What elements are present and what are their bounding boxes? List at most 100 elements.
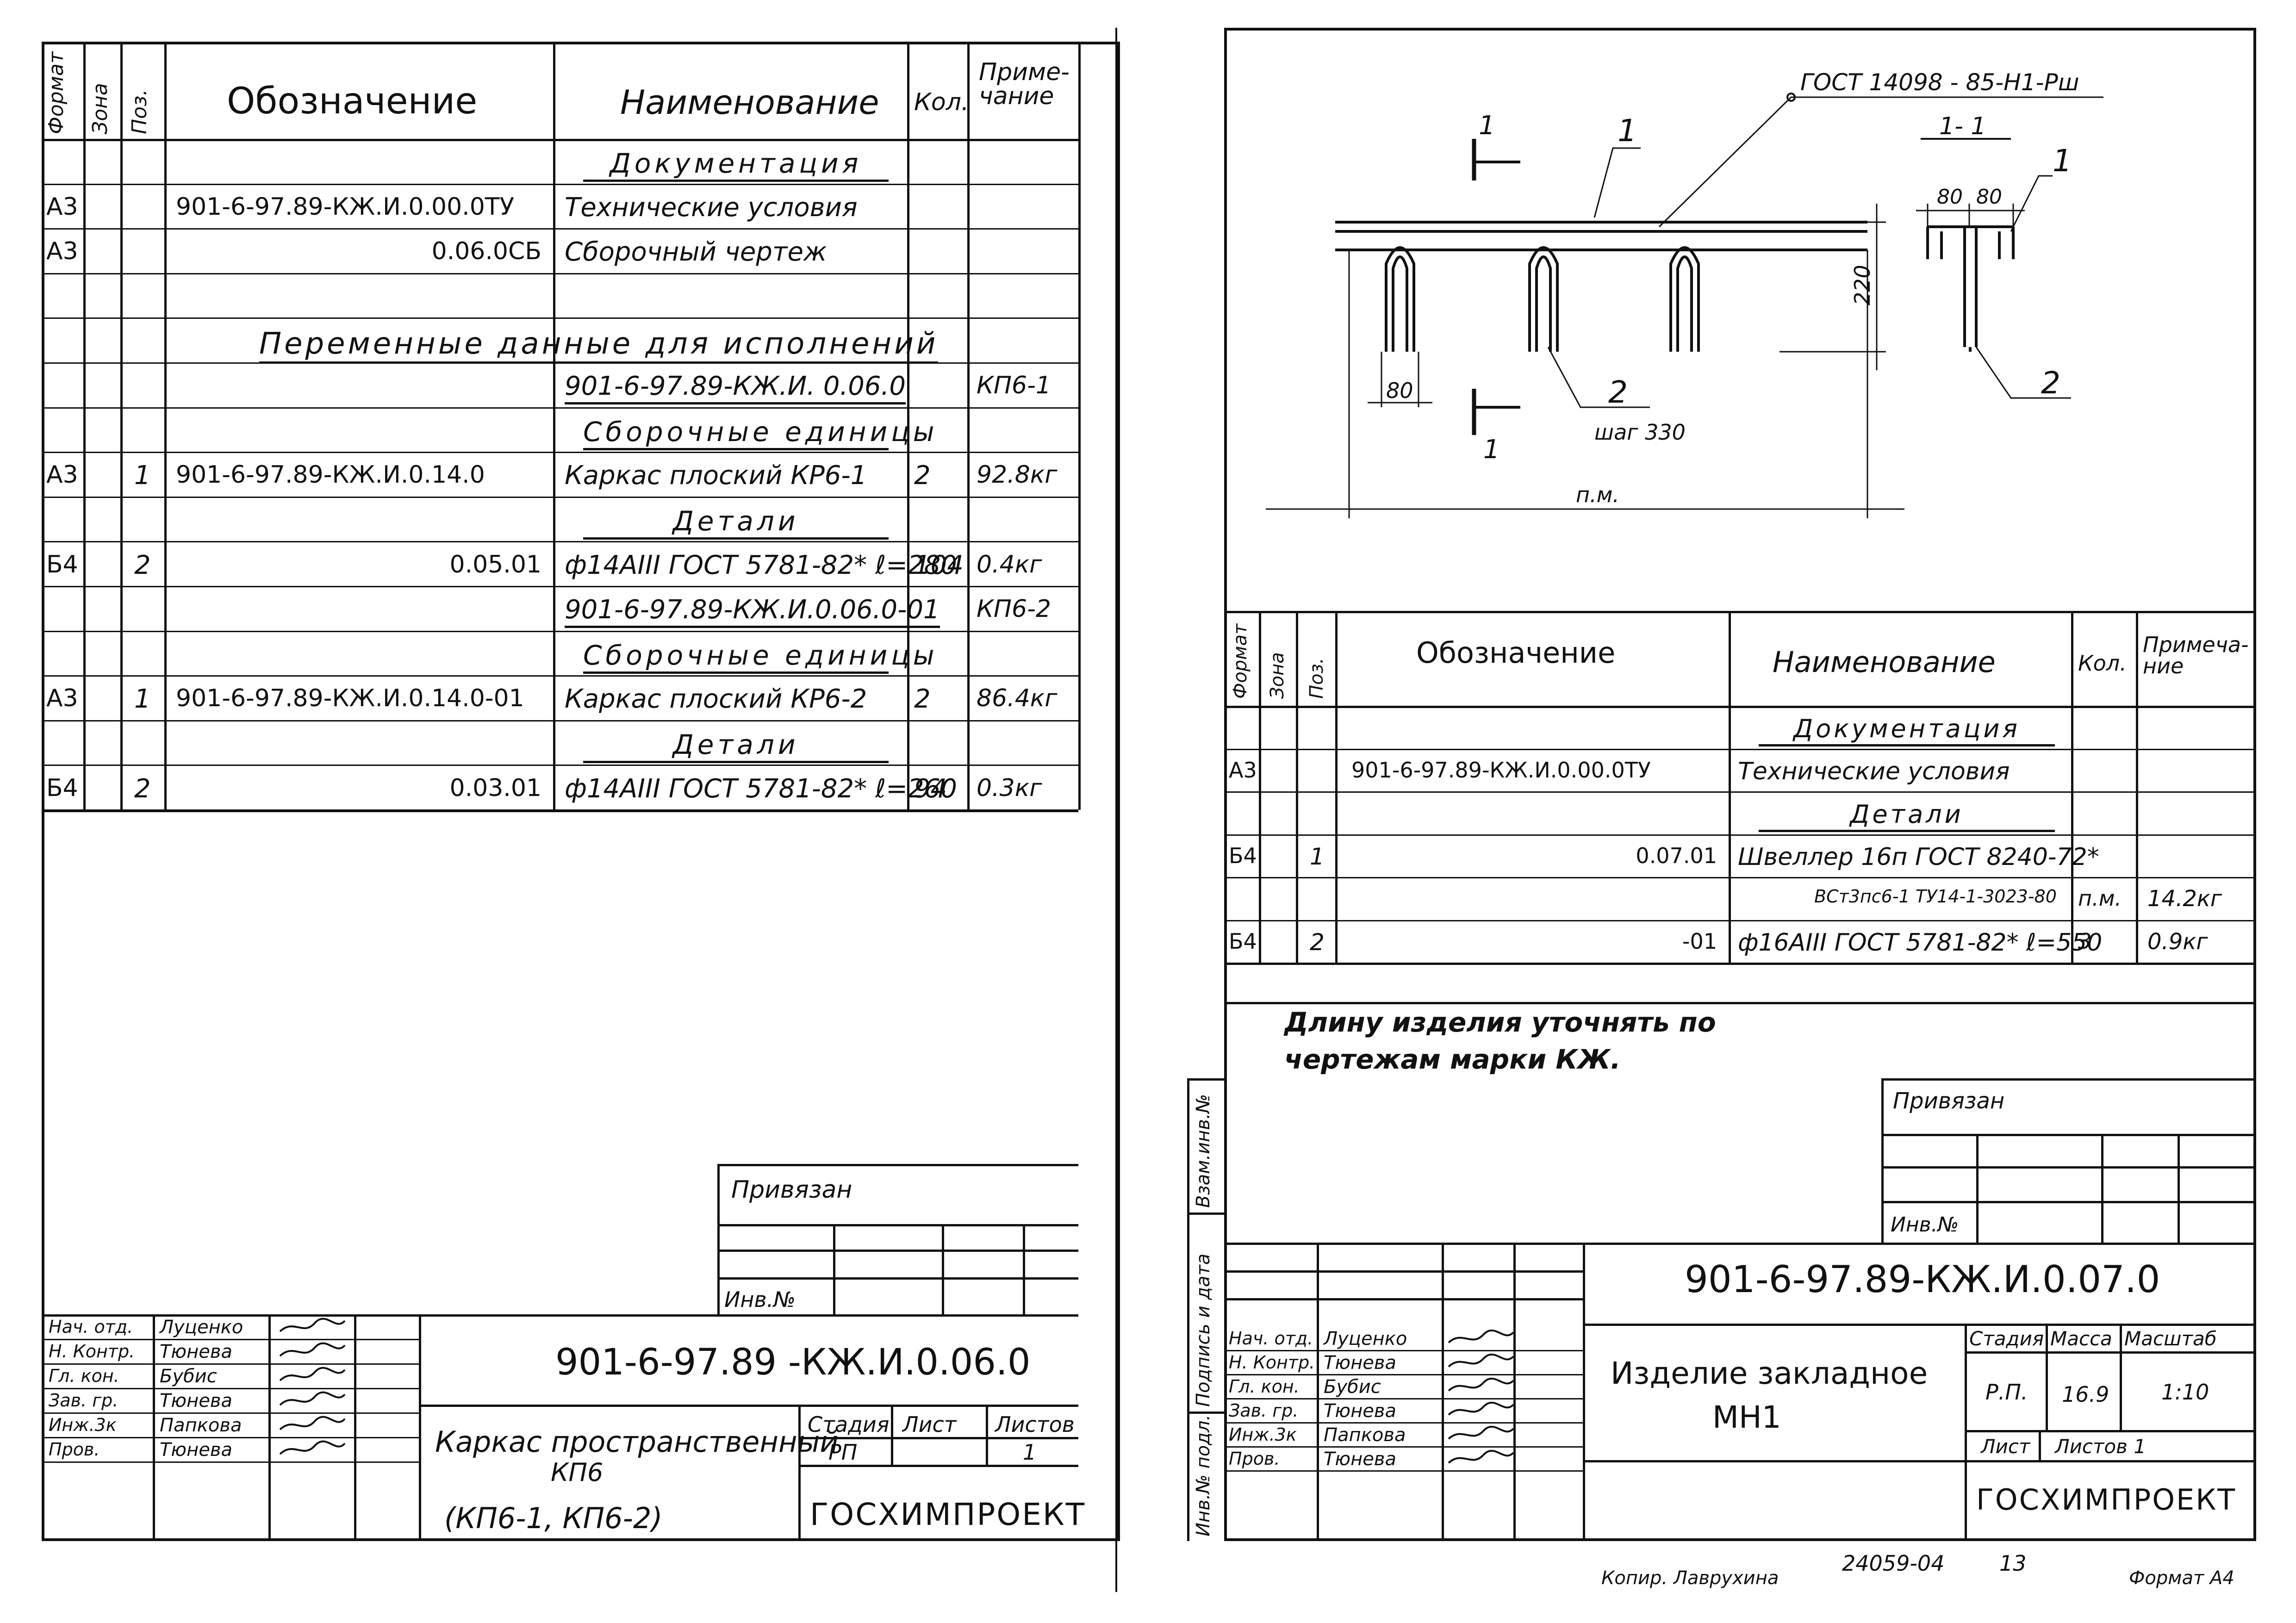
row-name: Сборочные единицы (583, 642, 934, 674)
signer-line (42, 1339, 419, 1340)
signature-icon (1448, 1353, 1514, 1368)
signer-line (1224, 1422, 1583, 1424)
row-name: Детали (583, 508, 889, 540)
row-line (1224, 791, 2256, 793)
row-designation: 0.06.0СБ (431, 237, 541, 266)
signature-icon (279, 1367, 346, 1381)
row-qty: 2 (914, 460, 931, 491)
row-line (1224, 748, 2256, 750)
right-doc-code: 901-6-97.89-КЖ.И.0.07.0 (1685, 1258, 2160, 1301)
row-name: 901-6-97.89-КЖ.И. 0.06.0 (565, 373, 906, 405)
dim-220: 220 (1850, 265, 1875, 305)
row-line (1224, 877, 2256, 878)
left-title-line1: Каркас пространственный (435, 1425, 839, 1459)
row-format: А3 (46, 193, 78, 221)
row-name: Документация (583, 150, 889, 182)
left-doc-code: 901-6-97.89 -КЖ.И.0.06.0 (555, 1342, 1031, 1383)
row-format: Б4 (46, 774, 78, 802)
row-designation: 901-6-97.89-КЖ.И.0.14.0-01 (176, 684, 524, 713)
row-name: 901-6-97.89-КЖ.И.0.06.0-01 (565, 597, 940, 628)
r-stage: Р.П. (1985, 1380, 2028, 1405)
row-line (42, 675, 1078, 677)
dim-80-a: 80 (1937, 185, 1963, 209)
signer-line (42, 1363, 419, 1365)
signer-name: Тюнева (1324, 1400, 1396, 1422)
signer-line (42, 1437, 419, 1438)
row-name: Технические условия (1738, 757, 2010, 785)
signer-role: Зав. гр. (1229, 1400, 1299, 1421)
row-name: Швеллер 16п ГОСТ 8240-72* (1738, 843, 2099, 871)
signer-line (42, 1412, 419, 1414)
right-title-line1: Изделие закладное (1611, 1356, 1928, 1391)
left-stage-label: Стадия (808, 1412, 890, 1437)
stamp-vzam: Взам.инв.№ (1193, 1094, 1214, 1208)
signer-name: Тюнева (160, 1439, 232, 1461)
right-title-line2: МН1 (1712, 1399, 1781, 1435)
row-name: ВСт3пс6-1 ТУ14-1-3023-80 (1814, 886, 2057, 907)
section-pos-2: 2 (2041, 365, 2060, 401)
row-line (42, 228, 1078, 230)
left-sheet-label: Лист (902, 1412, 957, 1437)
signer-line (1224, 1446, 1583, 1448)
embedded-item-drawing: ГОСТ 14098 - 85-Н1-Рш 1 1 1 1- 1 80 80 1… (1266, 69, 2103, 518)
row-note: КП6-1 (977, 372, 1051, 400)
signer-line (1224, 1374, 1583, 1375)
signature-icon (279, 1391, 346, 1406)
drawing-length: п.м. (1576, 482, 1619, 507)
signer-name: Папкова (160, 1415, 242, 1436)
r-scale: 1:10 (2161, 1380, 2209, 1405)
left-stage: РП (828, 1440, 858, 1465)
row-name: Сборочный чертеж (565, 237, 827, 267)
row-pos: 1 (1310, 843, 1325, 870)
row-line (1224, 834, 2256, 836)
row-line (42, 452, 1078, 454)
row-format: Б4 (46, 550, 78, 578)
row-note: 92.8кг (977, 461, 1058, 489)
r-stage-label: Стадия (1969, 1327, 2044, 1350)
signer-name: Тюнева (160, 1341, 232, 1362)
remark-line-1: Длину изделия уточнять по (1284, 1007, 1716, 1038)
right-privyazan: Привязан (1893, 1088, 2005, 1114)
row-designation: 0.05.01 (449, 550, 541, 578)
row-line (42, 273, 1078, 274)
row-designation: -01 (1682, 928, 1717, 954)
left-privyazan: Привязан (731, 1176, 852, 1204)
right-org: ГОСХИМПРОЕКТ (1976, 1483, 2237, 1517)
signer-name: Бубис (1324, 1376, 1381, 1398)
signature-icon (1448, 1377, 1514, 1392)
signer-role: Пров. (1229, 1449, 1280, 1469)
row-name: ф14АIII ГОСТ 5781-82* ℓ=260 (565, 773, 957, 804)
dim-80-b: 80 (1976, 185, 2002, 209)
row-pos: 2 (134, 773, 151, 804)
header-format: Формат (44, 51, 68, 134)
drawing-step: шаг 330 (1594, 420, 1686, 445)
row-format: А3 (1229, 757, 1257, 783)
row-qty: 104 (914, 550, 964, 580)
footer-page: 13 (1999, 1551, 2027, 1576)
row-name: Технические условия (565, 192, 858, 223)
signature-icon (1448, 1425, 1514, 1440)
row-designation: 901-6-97.89-КЖ.И.0.00.0ТУ (1351, 757, 1651, 783)
r-header-zone: Зона (1267, 652, 1288, 699)
header-qty: Кол. (914, 88, 969, 116)
row-line (42, 586, 1078, 587)
section-mark-top: 1 (1479, 111, 1495, 141)
remark-line-2: чертежам марки КЖ. (1284, 1044, 1621, 1075)
row-note: 0.3кг (977, 774, 1042, 802)
row-designation: 0.07.01 (1636, 843, 1717, 868)
r-header-pos: Поз. (1306, 658, 1327, 699)
signer-name: Папкова (1324, 1424, 1406, 1446)
row-line (1224, 963, 2256, 964)
gost-callout: ГОСТ 14098 - 85-Н1-Рш (1800, 69, 2079, 96)
r-mass-label: Масса (2050, 1327, 2112, 1350)
row-format: Б4 (1229, 928, 1257, 954)
r-header-designation: Обозначение (1416, 636, 1616, 670)
left-title-line3: (КП6-1, КП6-2) (444, 1501, 663, 1535)
row-note: 86.4кг (977, 684, 1058, 713)
signer-role: Инж.3к (1229, 1424, 1297, 1445)
signer-role: Пров. (49, 1439, 100, 1460)
left-sheets: 1 (1023, 1440, 1037, 1465)
row-format: А3 (46, 237, 78, 266)
row-name: ф14АIII ГОСТ 5781-82* ℓ=280 (565, 550, 957, 580)
row-variable-data: Переменные данные для исполнений (259, 329, 939, 364)
